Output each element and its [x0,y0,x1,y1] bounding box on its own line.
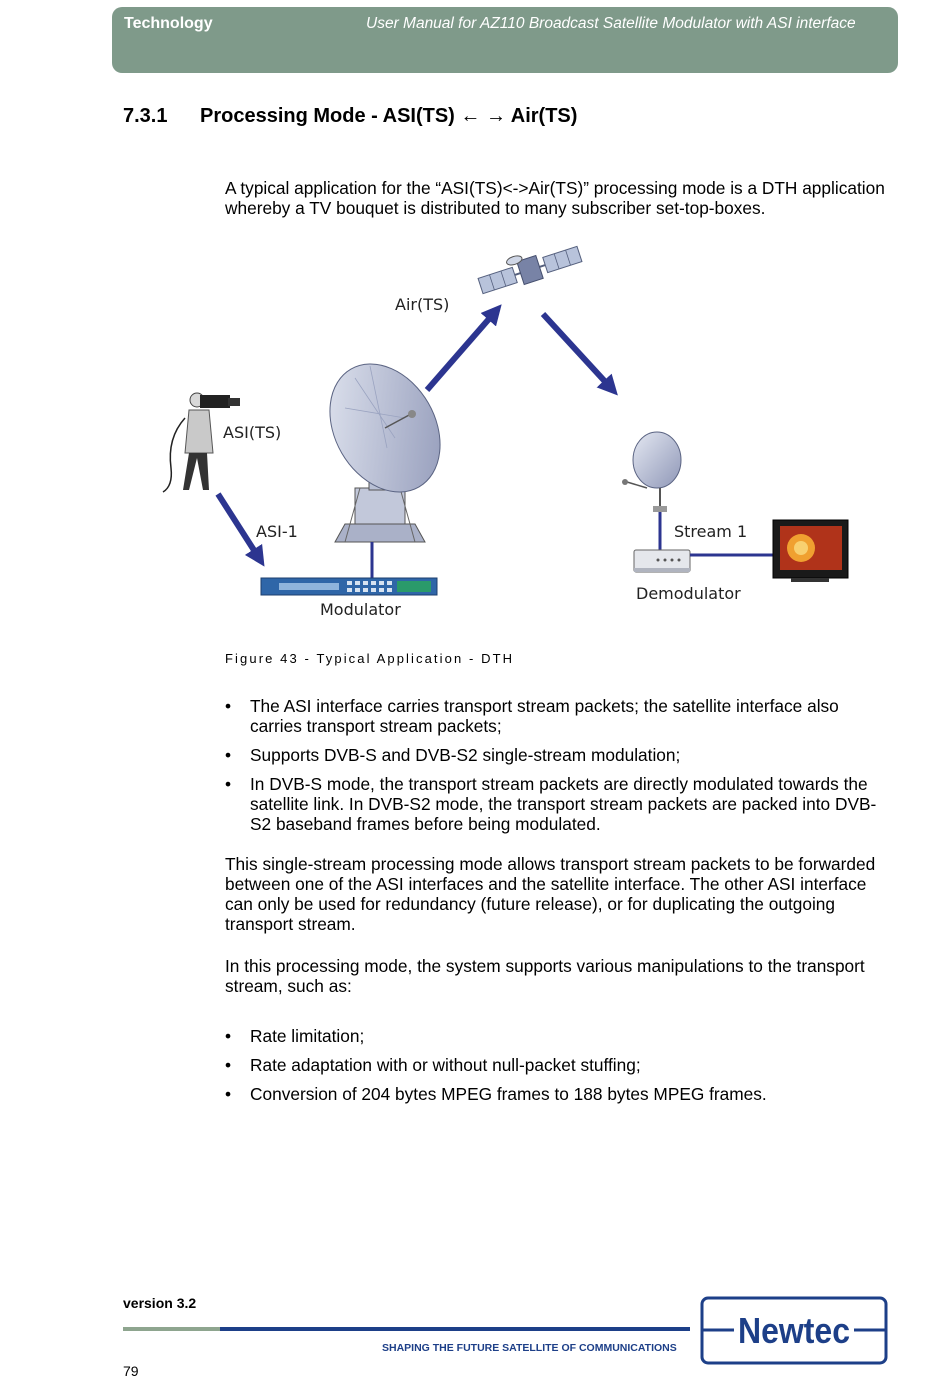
version-label: version 3.2 [123,1295,197,1311]
downlink-arrow [540,311,618,396]
body-paragraph: In this processing mode, the system supp… [225,956,865,996]
header-section-label: Technology [124,15,213,32]
modulator-label: Modulator [320,600,401,619]
section-number: 7.3.1 [123,105,168,127]
dth-application-figure: Air(TS) ASI(TS) ASI-1 Modulator Stream 1… [155,238,855,628]
logo-text: Newtec [738,1310,850,1351]
modulator-device-icon [260,542,438,596]
satellite-icon [477,245,583,295]
list-item: •Supports DVB-S and DVB-S2 single-stream… [225,745,681,765]
dth-diagram: Air(TS) ASI(TS) ASI-1 Modulator Stream 1… [162,245,849,619]
receive-dish-icon [622,431,682,550]
page-number: 79 [123,1363,139,1379]
asi1-label: ASI-1 [256,522,298,541]
asi-arrow [215,492,265,567]
body-paragraph: This single-stream processing mode allow… [225,854,876,934]
list-item: •The ASI interface carries transport str… [225,696,839,736]
television-icon [772,519,849,582]
uplink-arrow [424,304,502,392]
header-document-title: User Manual for AZ110 Broadcast Satellit… [366,15,856,32]
newtec-logo: Newtec [700,1296,888,1365]
footer-rule-blue [220,1327,690,1331]
section-heading: 7.3.1 Processing Mode - ASI(TS) ← → Air(T… [123,105,577,128]
demodulator-label: Demodulator [636,584,741,603]
list-item: •In DVB-S mode, the transport stream pac… [225,774,877,834]
manipulation-list: •Rate limitation; •Rate adaptation with … [225,1026,895,1113]
footer-rule-green [123,1327,220,1331]
header-band [112,7,898,73]
list-item: •Rate limitation; [225,1026,365,1046]
feature-list: •The ASI interface carries transport str… [225,696,895,843]
figure-caption: Figure 43 - Typical Application - DTH [225,651,515,666]
camera-operator-icon [162,392,240,493]
demodulator-box-icon [633,549,691,573]
asi-label: ASI(TS) [223,423,281,442]
footer-tagline: SHAPING THE FUTURE SATELLITE OF COMMUNIC… [382,1342,677,1354]
air-label: Air(TS) [395,295,449,314]
section-title: Processing Mode - ASI(TS) ← → Air(TS) [200,105,578,127]
list-item: •Rate adaptation with or without null-pa… [225,1055,641,1075]
stream1-label: Stream 1 [674,522,747,541]
uplink-dish-icon [329,363,441,543]
list-item: •Conversion of 204 bytes MPEG frames to … [225,1084,767,1104]
intro-paragraph: A typical application for the “ASI(TS)<-… [225,178,885,218]
